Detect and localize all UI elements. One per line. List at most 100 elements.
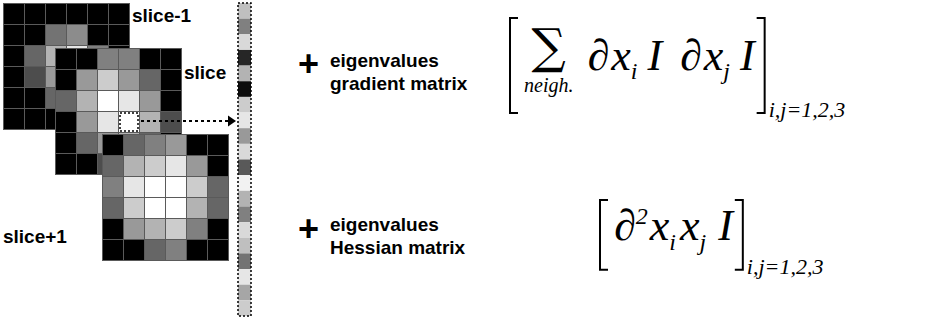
vector-cell (238, 191, 251, 207)
pixel-cell (124, 135, 145, 156)
hessian-formula: ∂2xixjI (614, 204, 733, 254)
pixel-cell (25, 46, 46, 67)
math-variable: I (740, 31, 755, 80)
dotted-arrow (141, 120, 229, 122)
vector-outline (238, 3, 251, 316)
pixel-cell (77, 91, 98, 112)
pixel-cell (119, 70, 140, 91)
math-symbol: ∂ (587, 31, 609, 80)
sum-block: ∑neigh. (524, 22, 573, 97)
pixel-cell (119, 112, 140, 133)
pixel-cell (4, 109, 25, 130)
feature-description: eigenvalues gradient matrix (330, 50, 498, 96)
math-variable: x (611, 31, 631, 80)
pixel-cell (161, 91, 182, 112)
pixel-cell (25, 109, 46, 130)
math-variable: x (680, 201, 700, 250)
pixel-cell (103, 177, 124, 198)
pixel-cell (208, 219, 229, 240)
pixel-cell (4, 25, 25, 46)
slice-label: slice (184, 62, 226, 84)
pixel-cell (77, 49, 98, 70)
right-bracket (735, 200, 743, 270)
pixel-cell (4, 88, 25, 109)
pixel-cell (187, 177, 208, 198)
pixel-cell (77, 112, 98, 133)
math-variable: x (650, 201, 670, 250)
feature-description: eigenvalues Hessian matrix (330, 214, 498, 260)
vector-cell (238, 34, 251, 50)
pixel-cell (166, 198, 187, 219)
pixel-cell (67, 25, 88, 46)
pixel-cell (145, 135, 166, 156)
pixel-cell (103, 135, 124, 156)
vector-cell (238, 66, 251, 82)
vector-cell (238, 253, 251, 269)
pixel-cell (25, 4, 46, 25)
pixel-cell (46, 4, 67, 25)
gradient-formula: ∑neigh.∂xiI∂xjI (524, 22, 755, 97)
pixel-cell (208, 156, 229, 177)
pixel-cell (88, 25, 109, 46)
pixel-cell (124, 156, 145, 177)
pixel-cell (166, 156, 187, 177)
slice-label: slice-1 (132, 5, 191, 27)
vector-cell (238, 238, 251, 254)
pixel-cell (56, 112, 77, 133)
vector-cell (238, 128, 251, 144)
pixel-cell (145, 177, 166, 198)
pixel-cell (208, 177, 229, 198)
pixel-cell (77, 154, 98, 175)
pixel-cell (25, 67, 46, 88)
pixel-cell (187, 198, 208, 219)
pixel-cell (208, 135, 229, 156)
pixel-cell (56, 91, 77, 112)
right-bracket (757, 18, 765, 113)
sum-range: neigh. (524, 74, 573, 97)
pixel-cell (103, 156, 124, 177)
pixel-cell (166, 219, 187, 240)
pixel-cell (161, 70, 182, 91)
vector-cell (238, 3, 251, 19)
pixel-cell (103, 240, 124, 261)
pixel-cell (4, 46, 25, 67)
math-subscript: i (669, 229, 676, 255)
pixel-cell (109, 25, 130, 46)
vector-cell (238, 81, 251, 97)
vector-cell (238, 50, 251, 66)
pixel-cell (77, 133, 98, 154)
pixel-cell (103, 219, 124, 240)
plus-sign: + (298, 211, 319, 247)
vector-cell (238, 300, 251, 316)
math-subscript: j (699, 229, 706, 255)
pixel-cell (140, 70, 161, 91)
pixel-cell (145, 198, 166, 219)
pixel-cell (124, 198, 145, 219)
pixel-cell (166, 135, 187, 156)
pixel-cell (56, 154, 77, 175)
pixel-cell (46, 25, 67, 46)
vector-cell (238, 144, 251, 160)
vector-cell (238, 222, 251, 238)
pixel-cell (166, 177, 187, 198)
vector-cell (238, 175, 251, 191)
math-variable: x (704, 31, 724, 80)
math-subscript: i (631, 58, 638, 84)
math-symbol: ∂ (680, 31, 702, 80)
pixel-cell (161, 49, 182, 70)
pixel-cell (56, 49, 77, 70)
pixel-cell (25, 88, 46, 109)
plus-sign: + (298, 46, 319, 82)
vector-cell (238, 113, 251, 129)
pixel-grid (102, 134, 230, 262)
pixel-cell (145, 240, 166, 261)
vector-cell (238, 19, 251, 35)
pixel-cell (124, 219, 145, 240)
pixel-cell (166, 240, 187, 261)
image-slice: slice+1 (3, 134, 233, 264)
vector-cell (238, 269, 251, 285)
arrow-head (228, 116, 236, 127)
index-range: i,j=1,2,3 (769, 99, 846, 121)
vector-cell (238, 160, 251, 176)
